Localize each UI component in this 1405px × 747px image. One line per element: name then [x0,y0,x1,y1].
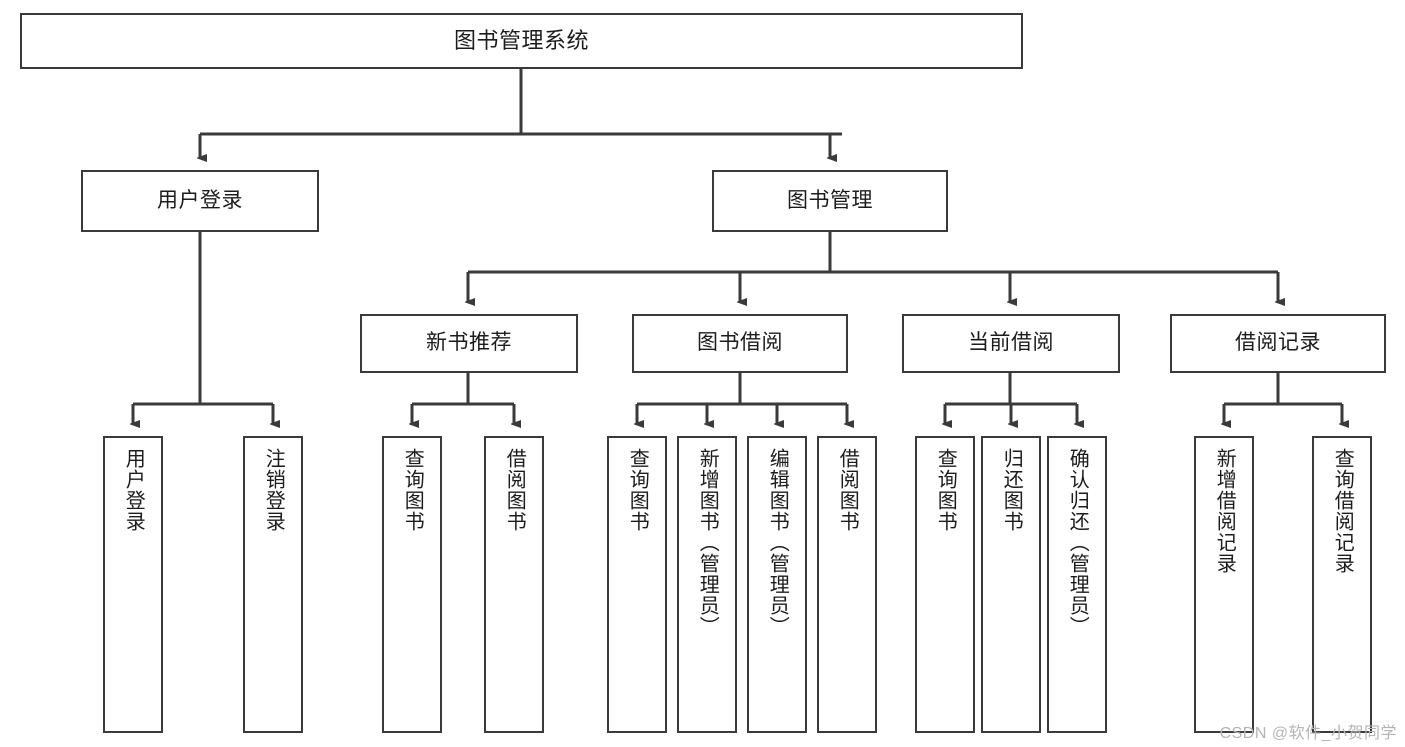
node-leaf-edit-book[interactable]: 编辑图书（管理员） [747,436,807,733]
node-leaf-borrow-book-1[interactable]: 借阅图书 [484,436,544,733]
node-leaf-borrow-book-2[interactable]: 借阅图书 [817,436,877,733]
node-leaf-add-record[interactable]: 新增借阅记录 [1194,436,1254,733]
node-root-book-management-system[interactable]: 图书管理系统 [20,13,1023,69]
node-label: 新增借阅记录 [1213,448,1236,574]
node-label: 用户登录 [122,448,145,532]
node-current-borrow[interactable]: 当前借阅 [902,314,1120,373]
node-user-login[interactable]: 用户登录 [81,170,319,232]
node-leaf-query-book-1[interactable]: 查询图书 [382,436,442,733]
node-leaf-return-book[interactable]: 归还图书 [981,436,1041,733]
node-borrow-record[interactable]: 借阅记录 [1170,314,1386,373]
node-label: 借阅图书 [503,448,526,532]
node-leaf-query-record[interactable]: 查询借阅记录 [1312,436,1372,733]
node-leaf-add-book[interactable]: 新增图书（管理员） [677,436,737,733]
csdn-watermark: CSDN @软件_小贺同学 [1219,725,1397,742]
node-label: 归还图书 [1000,448,1023,532]
node-book-management[interactable]: 图书管理 [712,170,948,232]
node-label: 图书管理 [787,188,873,212]
node-label: 编辑图书（管理员） [766,448,789,637]
node-label: 借阅图书 [836,448,859,532]
node-label: 图书管理系统 [453,28,589,54]
node-leaf-query-book-3[interactable]: 查询图书 [915,436,975,733]
node-leaf-logout-login[interactable]: 注销登录 [243,436,303,733]
node-label: 查询图书 [626,448,649,532]
node-leaf-query-book-2[interactable]: 查询图书 [607,436,667,733]
node-book-borrow[interactable]: 图书借阅 [632,314,848,373]
node-label: 注销登录 [262,448,285,532]
node-label: 图书借阅 [697,331,783,355]
node-label: 查询图书 [401,448,424,532]
node-label: 查询图书 [934,448,957,532]
node-label: 用户登录 [157,188,243,212]
node-label: 新书推荐 [426,331,512,355]
node-label: 查询借阅记录 [1331,448,1354,574]
node-label: 确认归还（管理员） [1066,448,1089,637]
node-label: 当前借阅 [968,331,1054,355]
node-new-book-recommend[interactable]: 新书推荐 [360,314,578,373]
node-leaf-confirm-return[interactable]: 确认归还（管理员） [1047,436,1107,733]
node-label: 新增图书（管理员） [696,448,719,637]
node-leaf-user-login[interactable]: 用户登录 [103,436,163,733]
node-label: 借阅记录 [1235,331,1321,355]
